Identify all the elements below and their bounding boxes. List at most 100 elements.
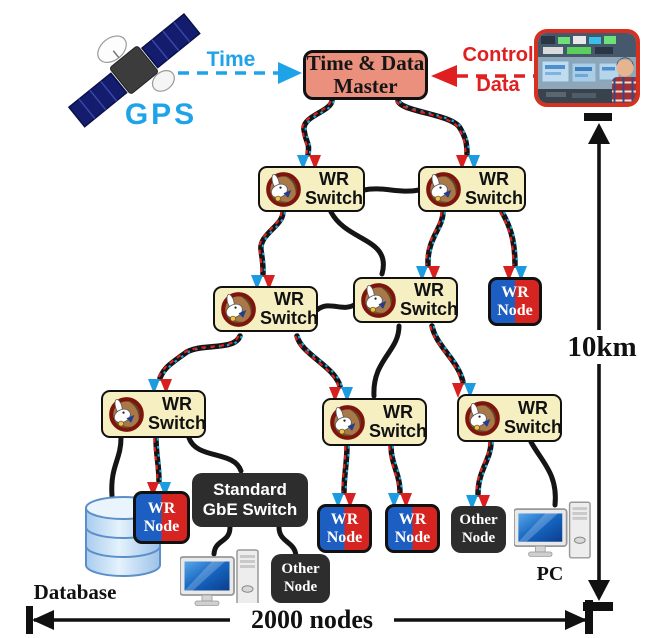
width-measure-label: 2000 nodes <box>230 603 394 637</box>
height-measure-label: 10km <box>558 330 646 364</box>
link-switch1a-switch2a <box>258 209 286 277</box>
link-switch1a-switch2b <box>328 209 386 277</box>
link-switch1a-switch1b <box>361 186 422 194</box>
cable-overlay <box>301 100 332 155</box>
wr-node-label: Node <box>143 517 180 535</box>
gbe-label: GbE Switch <box>202 500 298 519</box>
cable-overlay <box>297 335 343 387</box>
wr-switch-3a: WR Switch <box>101 390 206 438</box>
wr-switch-label: WR <box>518 398 548 419</box>
wr-switch-3c: WR Switch <box>457 394 562 442</box>
wr-switch-2b: WR Switch <box>353 277 458 323</box>
cable-overlay <box>261 211 286 275</box>
cable-overlay <box>258 211 283 275</box>
wr-switch-label: Switch <box>465 188 524 208</box>
link-switch2b-switch3b <box>371 323 402 399</box>
master-line1: Time & Data <box>306 51 425 76</box>
database-label: Database <box>33 580 117 604</box>
other-node-label: Node <box>461 529 496 546</box>
other-node-1: Other Node <box>271 554 330 603</box>
wr-switch-label: Switch <box>369 421 428 441</box>
wr-node-1: WR Node <box>133 491 190 544</box>
link-switch3a-wrnode1 <box>153 435 162 484</box>
wr-switch-label: Switch <box>260 308 319 328</box>
wr-switch-1a: WR Switch <box>258 166 365 212</box>
wr-switch-label: Switch <box>148 413 207 433</box>
gbe-label: Standard <box>213 479 287 499</box>
wr-node-label: Node <box>497 301 533 319</box>
control-room-photo <box>534 29 640 107</box>
white-rabbit-icon <box>360 282 397 319</box>
cable-overlay <box>432 325 466 383</box>
cable-overlay <box>499 211 515 266</box>
link-master-switch1b <box>395 98 470 157</box>
cable-overlay <box>502 211 518 266</box>
white-rabbit-icon <box>265 171 302 208</box>
other-node-label: Other <box>281 561 320 578</box>
cable-overlay <box>425 211 443 266</box>
wr-node-label: WR <box>501 283 529 301</box>
wr-switch-label: WR <box>383 402 413 423</box>
wr-node-label: WR <box>330 510 359 528</box>
white-rabbit-icon <box>425 171 462 208</box>
other-node-label: Other <box>459 512 498 529</box>
control-room-scene <box>538 33 636 103</box>
link-switch3c-pc2 <box>528 439 558 508</box>
link-switch1b-switch2b <box>425 209 446 268</box>
link-gbe-othernode1 <box>276 524 299 559</box>
wr-switch-label: WR <box>319 169 349 190</box>
cable-overlay <box>344 445 350 493</box>
wr-node-label: Node <box>326 528 363 546</box>
cable-overlay <box>429 325 463 383</box>
pc-icon <box>514 501 591 559</box>
time-arrow-label: Time <box>206 48 256 71</box>
pc-label: PC <box>536 563 564 585</box>
wr-switch-label: WR <box>162 394 192 415</box>
wr-node-label: WR <box>147 499 176 517</box>
link-switch3a-gbe <box>186 435 244 474</box>
wr-node-label: Node <box>394 528 431 546</box>
cable-overlay <box>478 441 494 495</box>
wr-switch-3b: WR Switch <box>322 398 427 446</box>
wr-node-3: WR Node <box>385 504 440 553</box>
cable-overlay <box>304 100 335 155</box>
gbe-switch-box: Standard GbE Switch <box>192 473 308 527</box>
link-gbe-pc1 <box>211 524 233 557</box>
time-data-master-box: Time & Data Master <box>303 50 428 100</box>
gps-satellite-icon <box>67 13 201 128</box>
other-node-2: Other Node <box>451 506 506 553</box>
white-rabbit-icon <box>108 396 145 433</box>
wr-switch-label: WR <box>479 169 509 190</box>
wr-switch-label: WR <box>274 289 304 310</box>
wr-node-label: WR <box>398 510 427 528</box>
wr-switch-2a: WR Switch <box>213 286 318 332</box>
link-switch2a-switch3b <box>294 333 343 389</box>
wr-switch-1b: WR Switch <box>418 166 526 212</box>
control-label-line1: Control <box>462 44 534 66</box>
cable-overlay <box>475 441 491 495</box>
wr-node-right: WR Node <box>488 277 542 326</box>
cable-overlay <box>388 445 400 493</box>
time-arrow <box>178 62 302 84</box>
link-switch2a-switch3a <box>157 333 243 381</box>
link-switch2a-switch2b <box>314 302 357 313</box>
white-rabbit-icon <box>220 291 257 328</box>
other-node-label: Node <box>283 578 318 595</box>
cable-overlay <box>341 445 347 493</box>
gps-label: GPS <box>124 98 198 131</box>
cable-overlay <box>395 100 467 155</box>
link-switch3b-wrnode2 <box>341 443 350 495</box>
wr-node-2: WR Node <box>317 504 372 553</box>
control-label-line2: Data <box>476 74 520 96</box>
link-switch1b-wrnode-r <box>499 209 518 268</box>
wr-switch-label: Switch <box>400 299 459 319</box>
white-rabbit-icon <box>464 400 501 437</box>
white-rabbit-icon <box>329 404 366 441</box>
link-switch3a-database <box>109 435 124 499</box>
master-line2: Master <box>333 74 398 98</box>
wr-switch-label: Switch <box>504 417 563 437</box>
cable-overlay <box>428 211 446 266</box>
wr-switch-label: Switch <box>305 188 364 208</box>
link-switch3c-othernode2 <box>475 439 494 497</box>
